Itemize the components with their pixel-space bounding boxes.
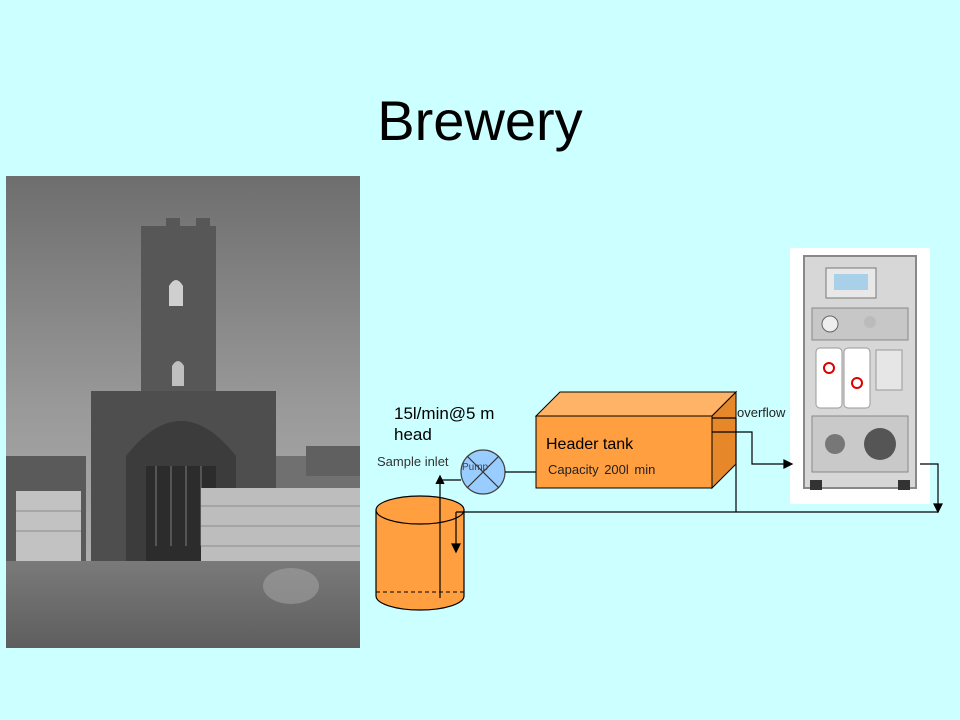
header-tank-label: Header tank xyxy=(546,436,634,453)
header-tank xyxy=(534,390,738,490)
analyzer-feed-pipe xyxy=(712,431,794,469)
overflow-pipe xyxy=(712,417,737,512)
brewery-photo xyxy=(6,176,360,648)
overflow-label: overflow xyxy=(737,405,786,420)
slide-title: Brewery xyxy=(377,89,583,152)
capacity-label: Capacity 200l min xyxy=(548,462,656,477)
return-pipe xyxy=(451,511,938,554)
analyzer-drain-pipe xyxy=(920,463,943,514)
sample-vessel xyxy=(375,495,465,611)
analyzer-photo xyxy=(790,248,930,504)
sample-inlet-label: Sample inlet xyxy=(377,454,449,469)
pump-label: Pump xyxy=(462,462,489,473)
suction-pipe xyxy=(435,474,461,598)
flow-rate-label: 15l/min@5 m head xyxy=(394,404,495,444)
